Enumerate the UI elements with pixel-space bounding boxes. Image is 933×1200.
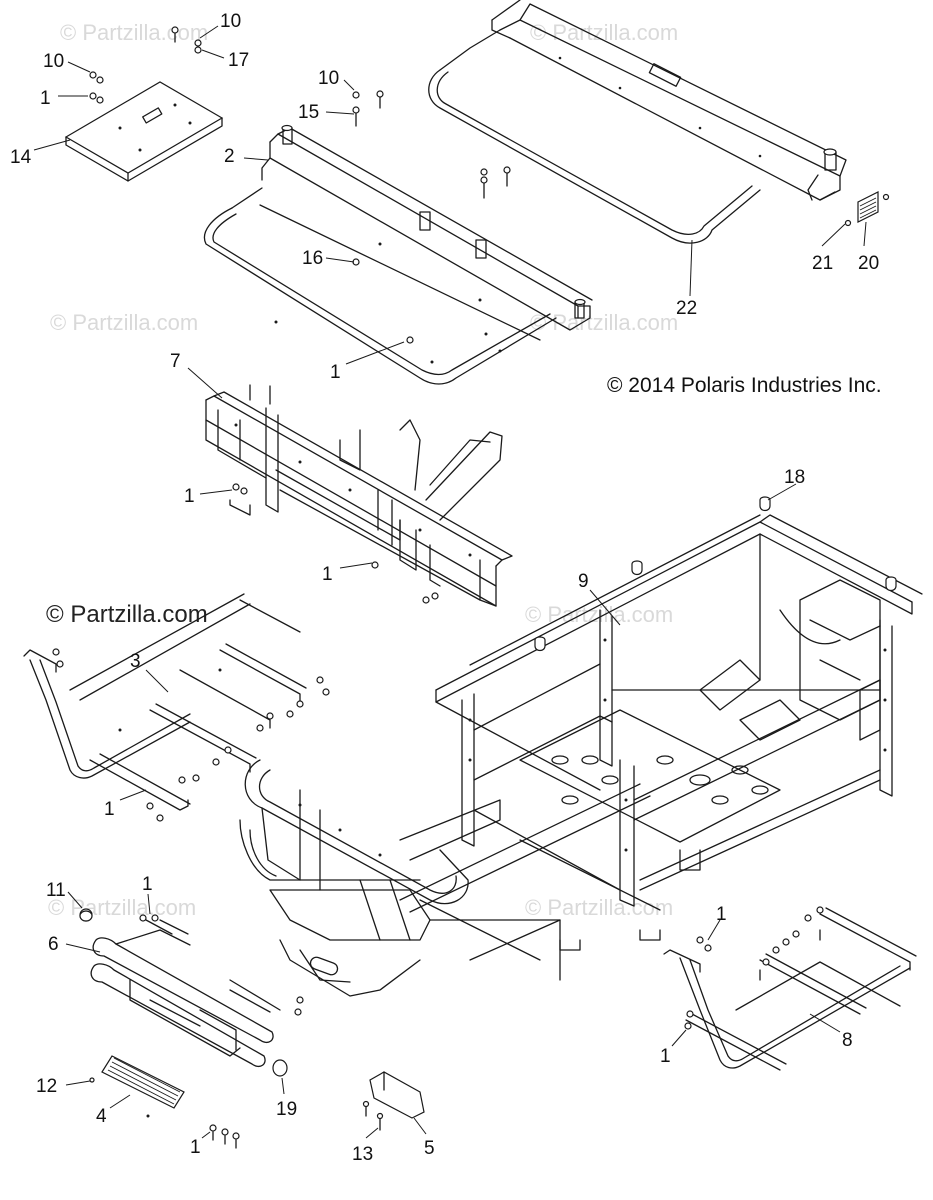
part-3-step-frame [23,593,330,822]
callout-numbers: 10 10 17 1 14 2 10 15 16 1 22 21 20 7 1 … [10,11,879,1165]
watermark-dark: © Partzilla.com [46,601,208,628]
callout-16: 16 [302,248,323,269]
callout-22: 22 [676,298,697,319]
callout-1: 1 [716,904,727,925]
callout-14: 14 [10,147,32,168]
watermark: © Partzilla.com [48,895,196,920]
callout-10: 10 [220,11,241,32]
part-20-grille [857,191,879,223]
callout-1: 1 [184,486,195,507]
fasteners-upper [89,26,890,344]
callout-6: 6 [48,934,59,955]
watermark: © Partzilla.com [525,895,673,920]
callout-7: 7 [170,351,181,372]
part-5-bracket [369,1071,425,1119]
part-6-front-bumper [79,908,304,1068]
callout-3: 3 [130,651,141,672]
part-8-step-frame [663,906,917,1071]
part-9-main-frame [239,496,923,997]
callout-1: 1 [104,799,115,820]
callout-20: 20 [858,253,879,274]
watermark: © Partzilla.com [50,310,198,335]
copyright-notice: © 2014 Polaris Industries Inc. [607,374,882,397]
callout-12: 12 [36,1076,57,1097]
callout-1: 1 [190,1137,201,1158]
callout-9: 9 [578,571,589,592]
callout-1: 1 [660,1046,671,1067]
callout-2: 2 [224,146,235,167]
callout-4: 4 [96,1106,107,1127]
callout-18: 18 [784,467,805,488]
part-11-bumper [79,910,93,922]
callout-1: 1 [142,874,153,895]
part-7-bracket-frame [205,384,513,607]
part-22-tray-frame [428,0,847,244]
part-14-plate [64,81,224,182]
callout-11: 11 [46,880,66,901]
callout-10: 10 [318,68,339,89]
callout-13: 13 [352,1144,373,1165]
callout-1: 1 [40,88,51,109]
watermark: © Partzilla.com [60,20,208,45]
part-4-grille [101,1055,185,1118]
callout-15: 15 [298,102,319,123]
part-2-tray [203,124,593,385]
callout-1: 1 [322,564,333,585]
callout-21: 21 [812,253,833,274]
fasteners-lower [89,1077,384,1149]
callout-17: 17 [228,50,249,71]
callout-1: 1 [330,362,341,383]
callout-19: 19 [276,1099,297,1120]
part-19-bumper-stop [272,1059,288,1077]
leader-lines [33,25,867,1139]
callout-5: 5 [424,1138,435,1159]
callout-10: 10 [43,51,64,72]
callout-8: 8 [842,1030,853,1051]
watermark: © Partzilla.com [525,602,673,627]
watermark: © Partzilla.com [530,310,678,335]
